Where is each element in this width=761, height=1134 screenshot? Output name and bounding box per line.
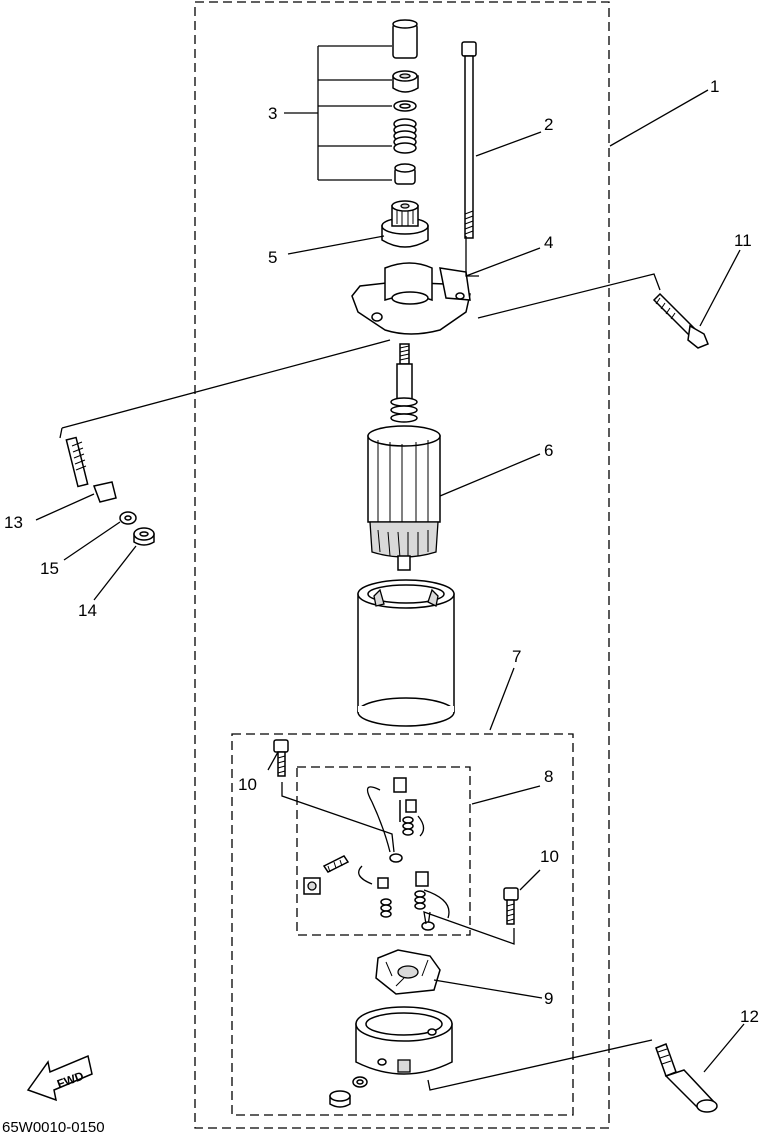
part-10-screw-lower <box>503 887 519 925</box>
label-part-4: 4 <box>544 233 553 252</box>
assembly-boundary-7 <box>231 733 574 1116</box>
label-part-7: 7 <box>512 647 521 666</box>
label-part-15: 15 <box>40 559 59 578</box>
part-12-stud-bolt <box>655 1043 718 1113</box>
label-part-6: 6 <box>544 441 553 460</box>
label-part-10-lower: 10 <box>540 847 559 866</box>
label-part-3: 3 <box>268 104 277 123</box>
label-part-5: 5 <box>268 248 277 267</box>
part-11-bolt <box>652 292 709 349</box>
part-4-front-bracket <box>351 236 479 335</box>
part-8-brush-holder <box>303 777 450 931</box>
label-part-12: 12 <box>740 1007 759 1026</box>
part-2-through-bolt <box>461 41 477 239</box>
label-part-8: 8 <box>544 767 553 786</box>
label-part-13: 13 <box>4 513 23 532</box>
drawing-code: 65W0010-0150 <box>2 1119 105 1134</box>
rear-cover-washer-nut <box>329 1076 368 1108</box>
label-part-11: 11 <box>734 231 752 250</box>
part-10-screw-upper <box>273 739 289 777</box>
part-14-nut <box>133 527 155 546</box>
label-part-1: 1 <box>710 77 719 96</box>
part-6-armature <box>367 343 441 571</box>
label-part-2: 2 <box>544 115 553 134</box>
label-part-10-upper: 10 <box>238 775 257 794</box>
part-13-bolt <box>65 436 117 503</box>
part-9-brush-plate <box>375 949 441 995</box>
part-15-washer <box>119 511 137 525</box>
fwd-arrow-icon: FWD <box>26 1054 93 1102</box>
yoke-housing <box>357 579 455 727</box>
label-part-14: 14 <box>78 601 97 620</box>
part-5-pinion-gear <box>381 200 429 248</box>
rear-end-cover <box>355 1006 453 1075</box>
part-3-stopper-set <box>284 19 419 185</box>
label-part-9: 9 <box>544 989 553 1008</box>
assembly-boundary-8 <box>296 766 471 936</box>
leader-lines <box>35 89 745 1091</box>
